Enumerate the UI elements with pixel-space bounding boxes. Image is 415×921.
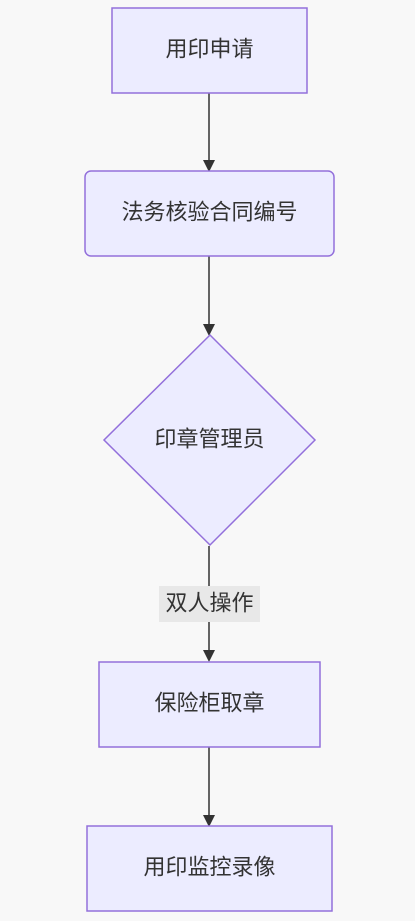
node-label: 法务核验合同编号 (121, 201, 297, 226)
node-label: 用印申请 (165, 38, 253, 63)
node-label: 用印监控录像 (143, 856, 275, 881)
node-seal-monitoring-video[interactable]: 用印监控录像 (86, 825, 333, 912)
edge-label-text: 双人操作 (165, 592, 253, 617)
node-box (111, 7, 308, 94)
node-box (84, 170, 335, 257)
node-safe-retrieve-seal[interactable]: 保险柜取章 (98, 661, 321, 748)
node-apply-seal[interactable]: 用印申请 (111, 7, 308, 94)
node-label: 保险柜取章 (154, 692, 264, 717)
node-diamond (102, 333, 317, 547)
node-label: 印章管理员 (154, 428, 264, 453)
node-box (98, 661, 321, 748)
node-seal-administrator[interactable]: 印章管理员 (102, 333, 317, 547)
node-legal-verify-contract[interactable]: 法务核验合同编号 (84, 170, 335, 257)
node-box (86, 825, 333, 912)
edge-label-n3-n4: 双人操作 (159, 586, 260, 622)
edge-label-background (159, 586, 260, 622)
